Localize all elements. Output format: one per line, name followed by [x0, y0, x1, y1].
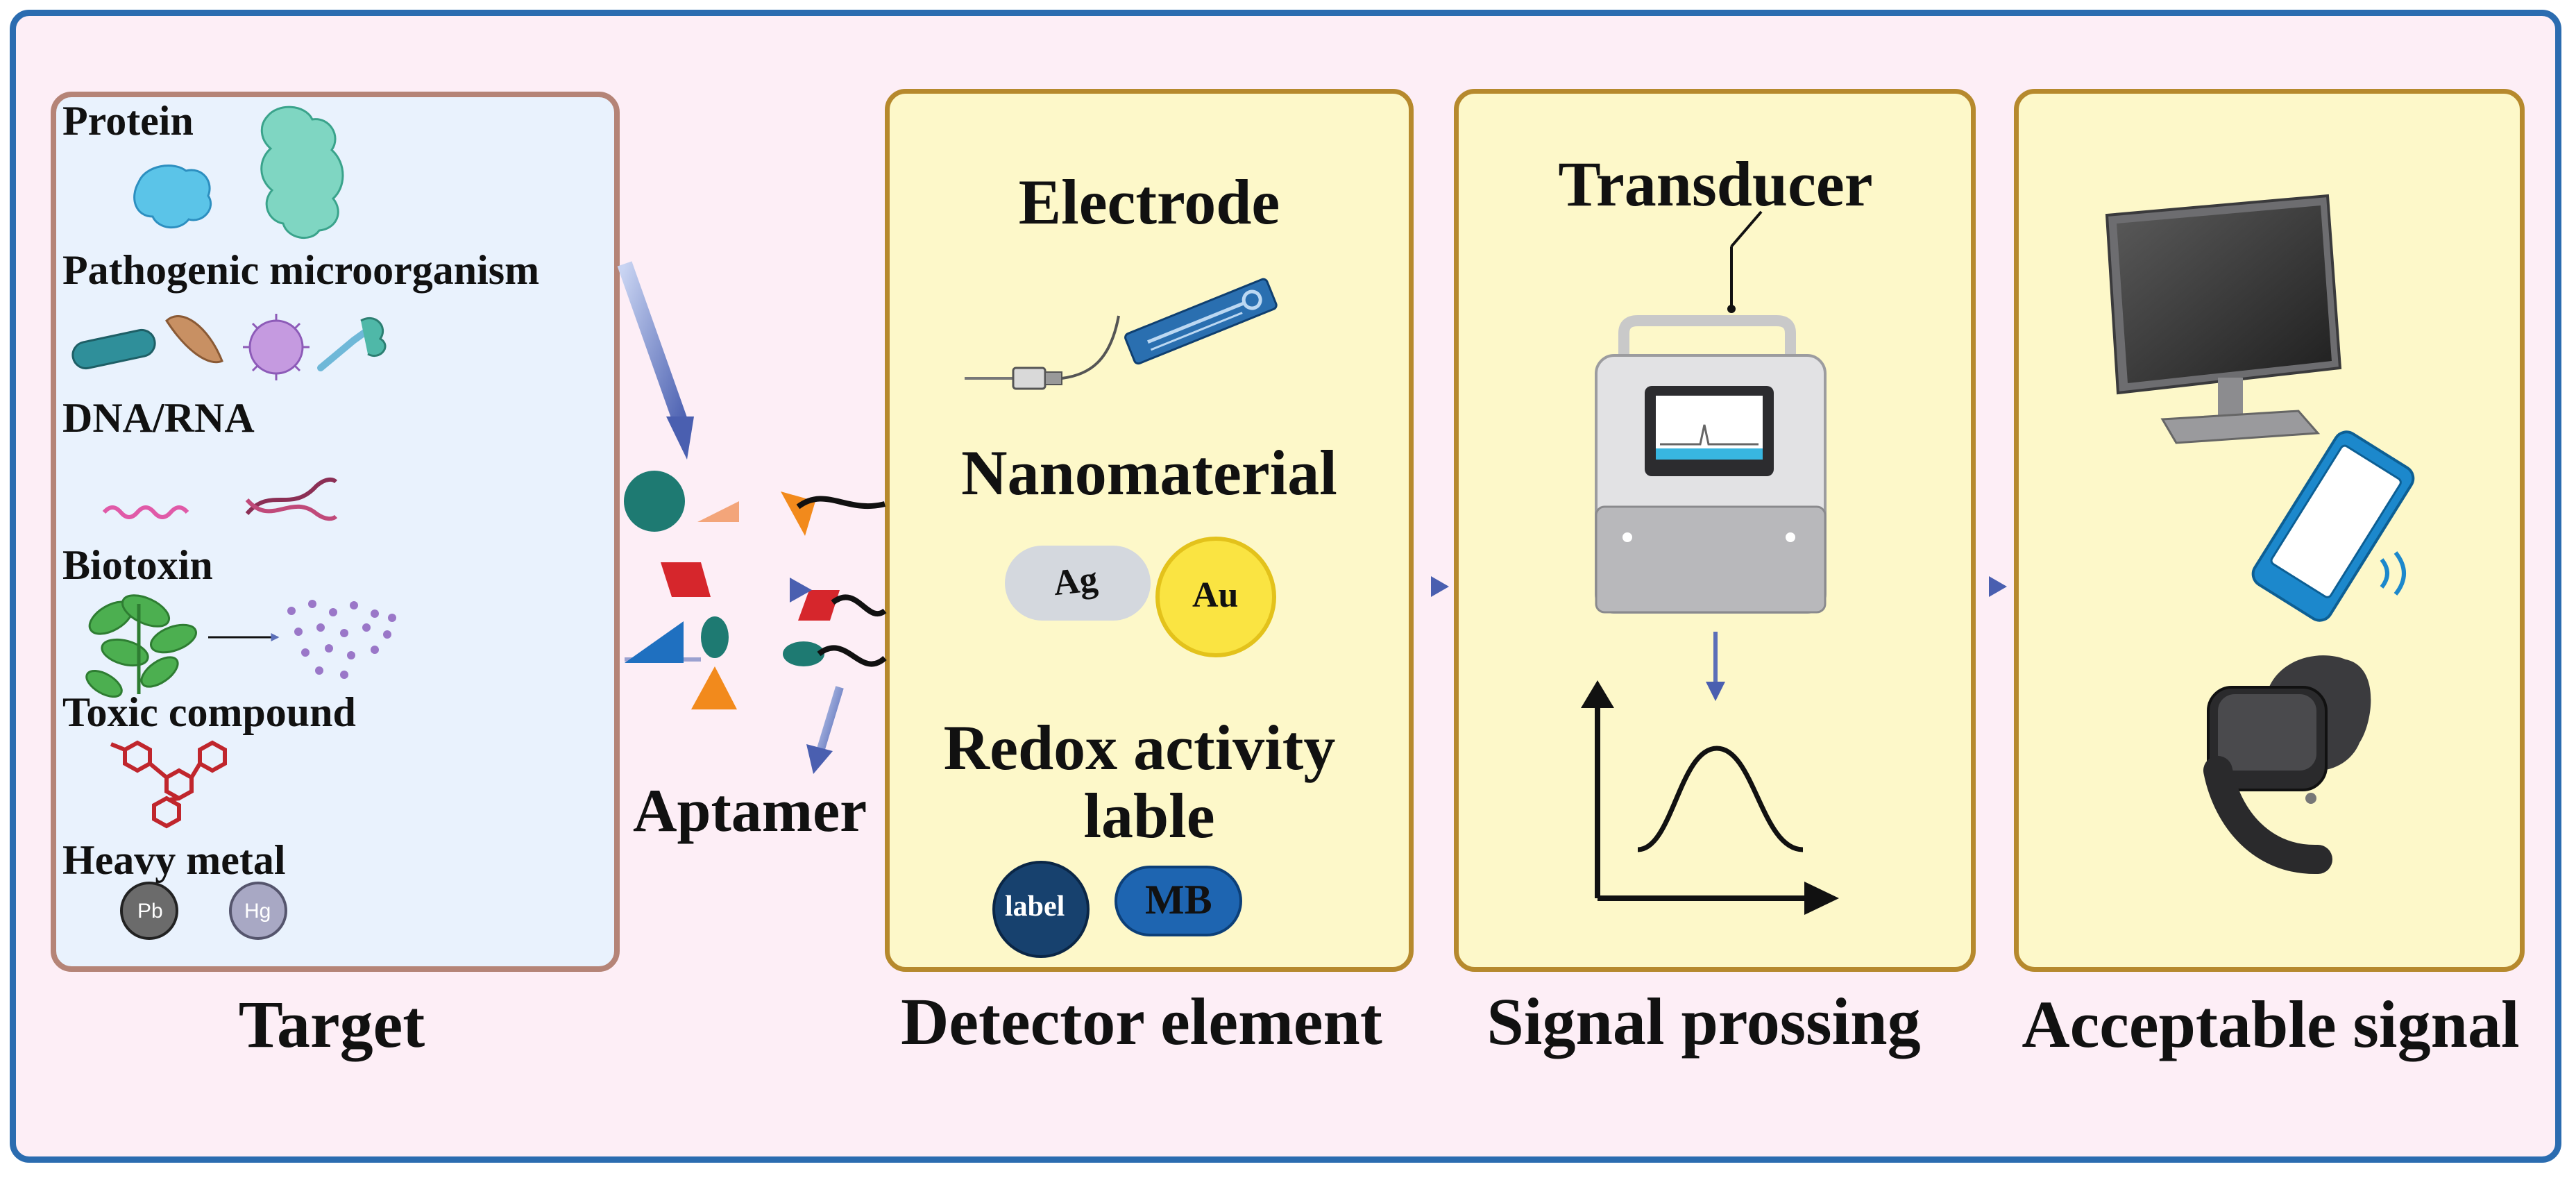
- monitor-icon: [2105, 194, 2342, 444]
- dna-rna-label: DNA/RNA: [62, 395, 255, 441]
- electrode-label: Electrode: [1018, 167, 1280, 237]
- heavy-metal-icons: [120, 882, 287, 940]
- au-label: Au: [1192, 575, 1239, 615]
- aptamer-label: Aptamer: [633, 777, 867, 845]
- electrode-icon: [965, 278, 1278, 390]
- detector-panel: [885, 89, 1414, 972]
- hg-label: Hg: [244, 900, 271, 923]
- toxic-compound-label: Toxic compound: [62, 689, 356, 735]
- caption-acceptable-signal: Acceptable signal: [2022, 987, 2520, 1061]
- transducer-label: Transducer: [1558, 149, 1873, 219]
- pb-label: Pb: [137, 900, 163, 923]
- signal-peak-graph: [1581, 680, 1839, 915]
- redox-lable-label: lable: [1083, 780, 1215, 851]
- redox-label-chips: [992, 861, 1242, 958]
- smartwatch-icon: [2203, 655, 2371, 874]
- protein-icon: [133, 106, 344, 239]
- toxic-compound-icon: [110, 740, 227, 829]
- nanomaterial-icons: [1005, 537, 1276, 657]
- caption-detector-element: Detector element: [901, 984, 1382, 1059]
- caption-signal-prossing: Signal prossing: [1486, 984, 1921, 1059]
- protein-label: Protein: [62, 98, 194, 144]
- ag-label: Ag: [1051, 559, 1100, 604]
- acceptable-panel: [2014, 89, 2525, 972]
- redox-activity-label: Redox activity: [943, 712, 1336, 783]
- aptamer-shapes: [617, 261, 887, 774]
- nanomaterial-label: Nanomaterial: [961, 437, 1337, 508]
- mb-chip-text: MB: [1145, 877, 1212, 923]
- caption-target: Target: [238, 987, 425, 1061]
- dna-rna-icon: [102, 477, 338, 521]
- pathogenic-microorganism-label: Pathogenic microorganism: [62, 247, 540, 293]
- smartphone-icon: [2251, 430, 2415, 622]
- pathogenic-microorganism-icons: [71, 314, 387, 380]
- transducer-device-icon: [1595, 210, 1827, 701]
- heavy-metal-label: Heavy metal: [62, 837, 286, 883]
- target-panel: [51, 92, 620, 972]
- label-chip-text: label: [1005, 891, 1065, 923]
- biotoxin-label: Biotoxin: [62, 542, 213, 588]
- biotoxin-icon: [85, 594, 396, 698]
